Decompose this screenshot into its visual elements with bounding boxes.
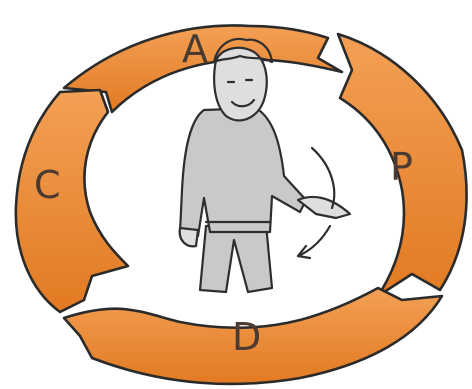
segment-d-letter: D [232,315,261,359]
presenter-figure-icon [180,39,350,292]
segment-c: C [16,90,128,312]
segment-p-letter: P [390,145,413,189]
segment-c-letter: C [34,163,61,207]
curved-arrow-icon [298,226,330,258]
segment-a: A [64,25,342,112]
segment-a-letter: A [182,27,208,71]
segment-d: D [64,288,442,384]
segment-p: P [338,34,467,296]
